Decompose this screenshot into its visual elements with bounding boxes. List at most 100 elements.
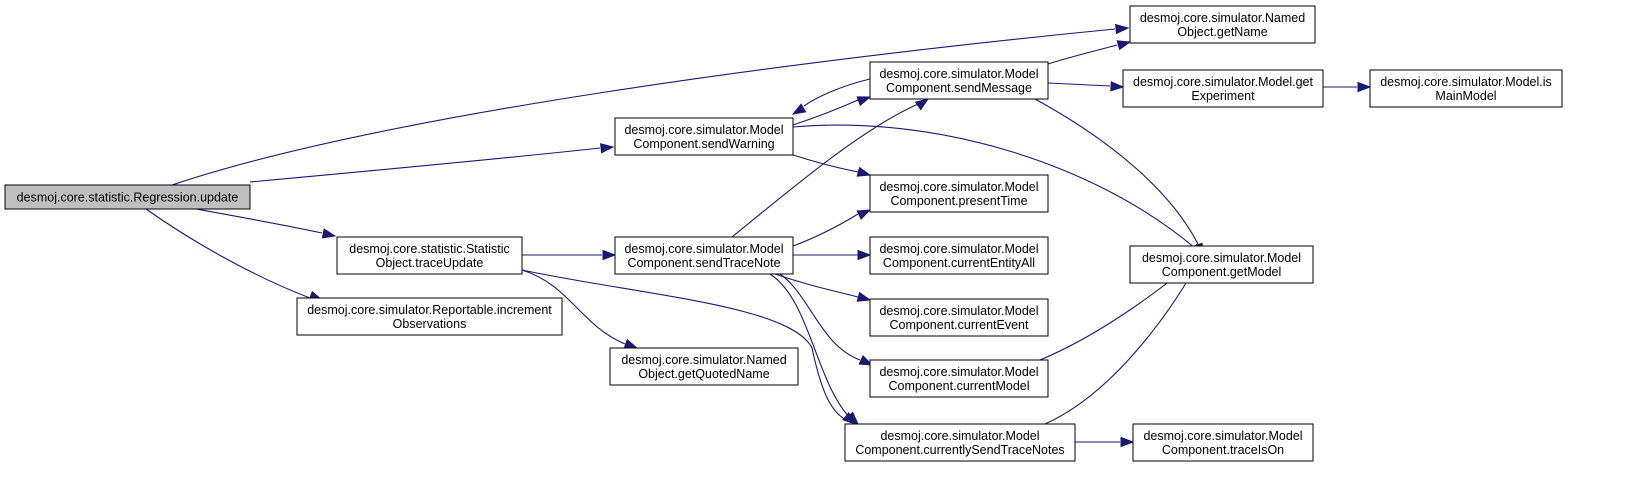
edge-n6-n7 bbox=[1323, 81, 1372, 93]
node-label-line: desmoj.core.simulator.Named bbox=[1140, 11, 1305, 25]
arrowhead bbox=[602, 249, 617, 261]
node-box bbox=[869, 174, 1049, 213]
edge-line bbox=[779, 273, 861, 361]
node-n3[interactable]: desmoj.core.statistic.StatisticObject.tr… bbox=[336, 236, 523, 275]
edge-line bbox=[521, 269, 626, 345]
node-label-line: MainModel bbox=[1435, 89, 1496, 103]
node-label-line: desmoj.core.simulator.Model.is bbox=[1380, 75, 1552, 89]
node-box bbox=[609, 347, 799, 386]
arrowhead bbox=[1120, 436, 1135, 448]
node-n9[interactable]: desmoj.core.simulator.ModelComponent.sen… bbox=[614, 236, 794, 275]
node-n4[interactable]: desmoj.core.simulator.Reportable.increme… bbox=[296, 297, 563, 336]
edge-n3-n9 bbox=[522, 249, 617, 261]
node-box bbox=[296, 297, 563, 336]
node-box bbox=[869, 236, 1049, 275]
node-box bbox=[4, 184, 251, 210]
node-label-line: desmoj.core.simulator.Model bbox=[879, 180, 1038, 194]
node-label-line: desmoj.core.simulator.Model bbox=[880, 429, 1039, 443]
node-n14[interactable]: desmoj.core.simulator.ModelComponent.cur… bbox=[869, 359, 1049, 398]
node-box bbox=[614, 236, 794, 275]
node-label-line: Object.getName bbox=[1177, 25, 1267, 39]
node-label-line: Component.sendWarning bbox=[633, 137, 774, 151]
edge-n9-n15 bbox=[769, 273, 860, 426]
node-box bbox=[1369, 69, 1563, 108]
node-label-line: desmoj.core.simulator.Model.get bbox=[1133, 75, 1313, 89]
arrowhead bbox=[845, 411, 860, 426]
node-box bbox=[869, 359, 1049, 398]
node-label-line: Component.currentEntityAll bbox=[883, 256, 1035, 270]
node-box bbox=[336, 236, 523, 275]
edge-line bbox=[1034, 98, 1199, 245]
node-label-line: desmoj.core.simulator.Model bbox=[1142, 251, 1301, 265]
edge-line bbox=[171, 28, 1116, 186]
arrowhead bbox=[321, 228, 337, 239]
node-label-line: desmoj.core.simulator.Model bbox=[879, 304, 1038, 318]
node-label-line: desmoj.core.simulator.Model bbox=[879, 365, 1038, 379]
node-n2[interactable]: desmoj.core.simulator.ModelComponent.sen… bbox=[614, 117, 794, 156]
edge-n9-n14 bbox=[779, 273, 874, 366]
node-label-line: Object.getQuotedName bbox=[638, 367, 769, 381]
node-label-line: desmoj.core.simulator.Model bbox=[624, 242, 783, 256]
node-box bbox=[1129, 245, 1314, 284]
arrowhead bbox=[856, 291, 872, 302]
edge-n9-n8 bbox=[792, 209, 872, 247]
edge-n5-n1 bbox=[1047, 40, 1132, 65]
edge-n9-n12 bbox=[774, 273, 872, 302]
arrowhead bbox=[856, 96, 872, 107]
node-n15[interactable]: desmoj.core.simulator.ModelComponent.cur… bbox=[844, 423, 1076, 462]
node-box bbox=[1132, 423, 1314, 462]
edge-n2-n5 bbox=[792, 96, 872, 126]
arrowhead bbox=[791, 103, 807, 115]
node-label-line: Object.traceUpdate bbox=[376, 256, 484, 270]
node-n13[interactable]: desmoj.core.simulator.NamedObject.getQuo… bbox=[609, 347, 799, 386]
edge-line bbox=[731, 103, 919, 238]
edge-n9-n5 bbox=[731, 98, 930, 238]
edge-line bbox=[1047, 44, 1118, 65]
node-label-line: desmoj.core.simulator.Model bbox=[624, 123, 783, 137]
arrowhead bbox=[600, 143, 615, 154]
edge-n5-n2 bbox=[791, 78, 871, 115]
arrowhead bbox=[856, 209, 872, 221]
node-label-line: desmoj.core.statistic.Statistic bbox=[349, 242, 509, 256]
node-n0[interactable]: desmoj.core.statistic.Regression.update bbox=[4, 184, 251, 210]
node-n8[interactable]: desmoj.core.simulator.ModelComponent.pre… bbox=[869, 174, 1049, 213]
node-label-line: desmoj.core.simulator.Model bbox=[879, 242, 1038, 256]
node-box bbox=[614, 117, 794, 156]
nodes-layer: desmoj.core.statistic.Regression.update d… bbox=[4, 5, 1563, 462]
node-label-line: Component.currentEvent bbox=[890, 318, 1029, 332]
node-box bbox=[844, 423, 1076, 462]
arrowhead bbox=[1110, 81, 1125, 92]
node-label-line: desmoj.core.simulator.Model bbox=[1143, 429, 1302, 443]
edge-line bbox=[1047, 82, 1111, 87]
node-label-line: Component.sendTraceNote bbox=[627, 256, 780, 270]
node-n10[interactable]: desmoj.core.simulator.ModelComponent.cur… bbox=[869, 236, 1049, 275]
edge-n9-n10 bbox=[793, 249, 872, 261]
arrowhead bbox=[858, 354, 874, 366]
node-box bbox=[1122, 69, 1324, 108]
edge-line bbox=[521, 269, 847, 421]
edge-n2-n8 bbox=[792, 154, 872, 177]
node-n12[interactable]: desmoj.core.simulator.ModelComponent.cur… bbox=[869, 298, 1049, 337]
edge-n0-n2 bbox=[249, 143, 615, 183]
edge-line bbox=[792, 213, 859, 247]
node-n1[interactable]: desmoj.core.simulator.NamedObject.getNam… bbox=[1129, 5, 1316, 44]
edge-n5-n11 bbox=[1034, 98, 1203, 258]
node-label-line: desmoj.core.simulator.Model bbox=[879, 67, 1038, 81]
edge-n5-n6 bbox=[1047, 81, 1125, 92]
edge-n3-n13 bbox=[521, 269, 639, 349]
arrowhead bbox=[1115, 23, 1130, 35]
edge-line bbox=[803, 78, 871, 107]
node-n6[interactable]: desmoj.core.simulator.Model.getExperimen… bbox=[1122, 69, 1324, 108]
edge-line bbox=[769, 273, 851, 419]
edge-n0-n1 bbox=[171, 23, 1130, 186]
node-n11[interactable]: desmoj.core.simulator.ModelComponent.get… bbox=[1129, 245, 1314, 284]
edge-line bbox=[1044, 267, 1196, 425]
node-label-line: Component.getModel bbox=[1162, 265, 1282, 279]
node-n5[interactable]: desmoj.core.simulator.ModelComponent.sen… bbox=[869, 61, 1049, 100]
arrowhead bbox=[1357, 81, 1372, 93]
edge-n0-n3 bbox=[195, 208, 337, 239]
arrowhead bbox=[857, 249, 872, 261]
node-n16[interactable]: desmoj.core.simulator.ModelComponent.tra… bbox=[1132, 423, 1314, 462]
